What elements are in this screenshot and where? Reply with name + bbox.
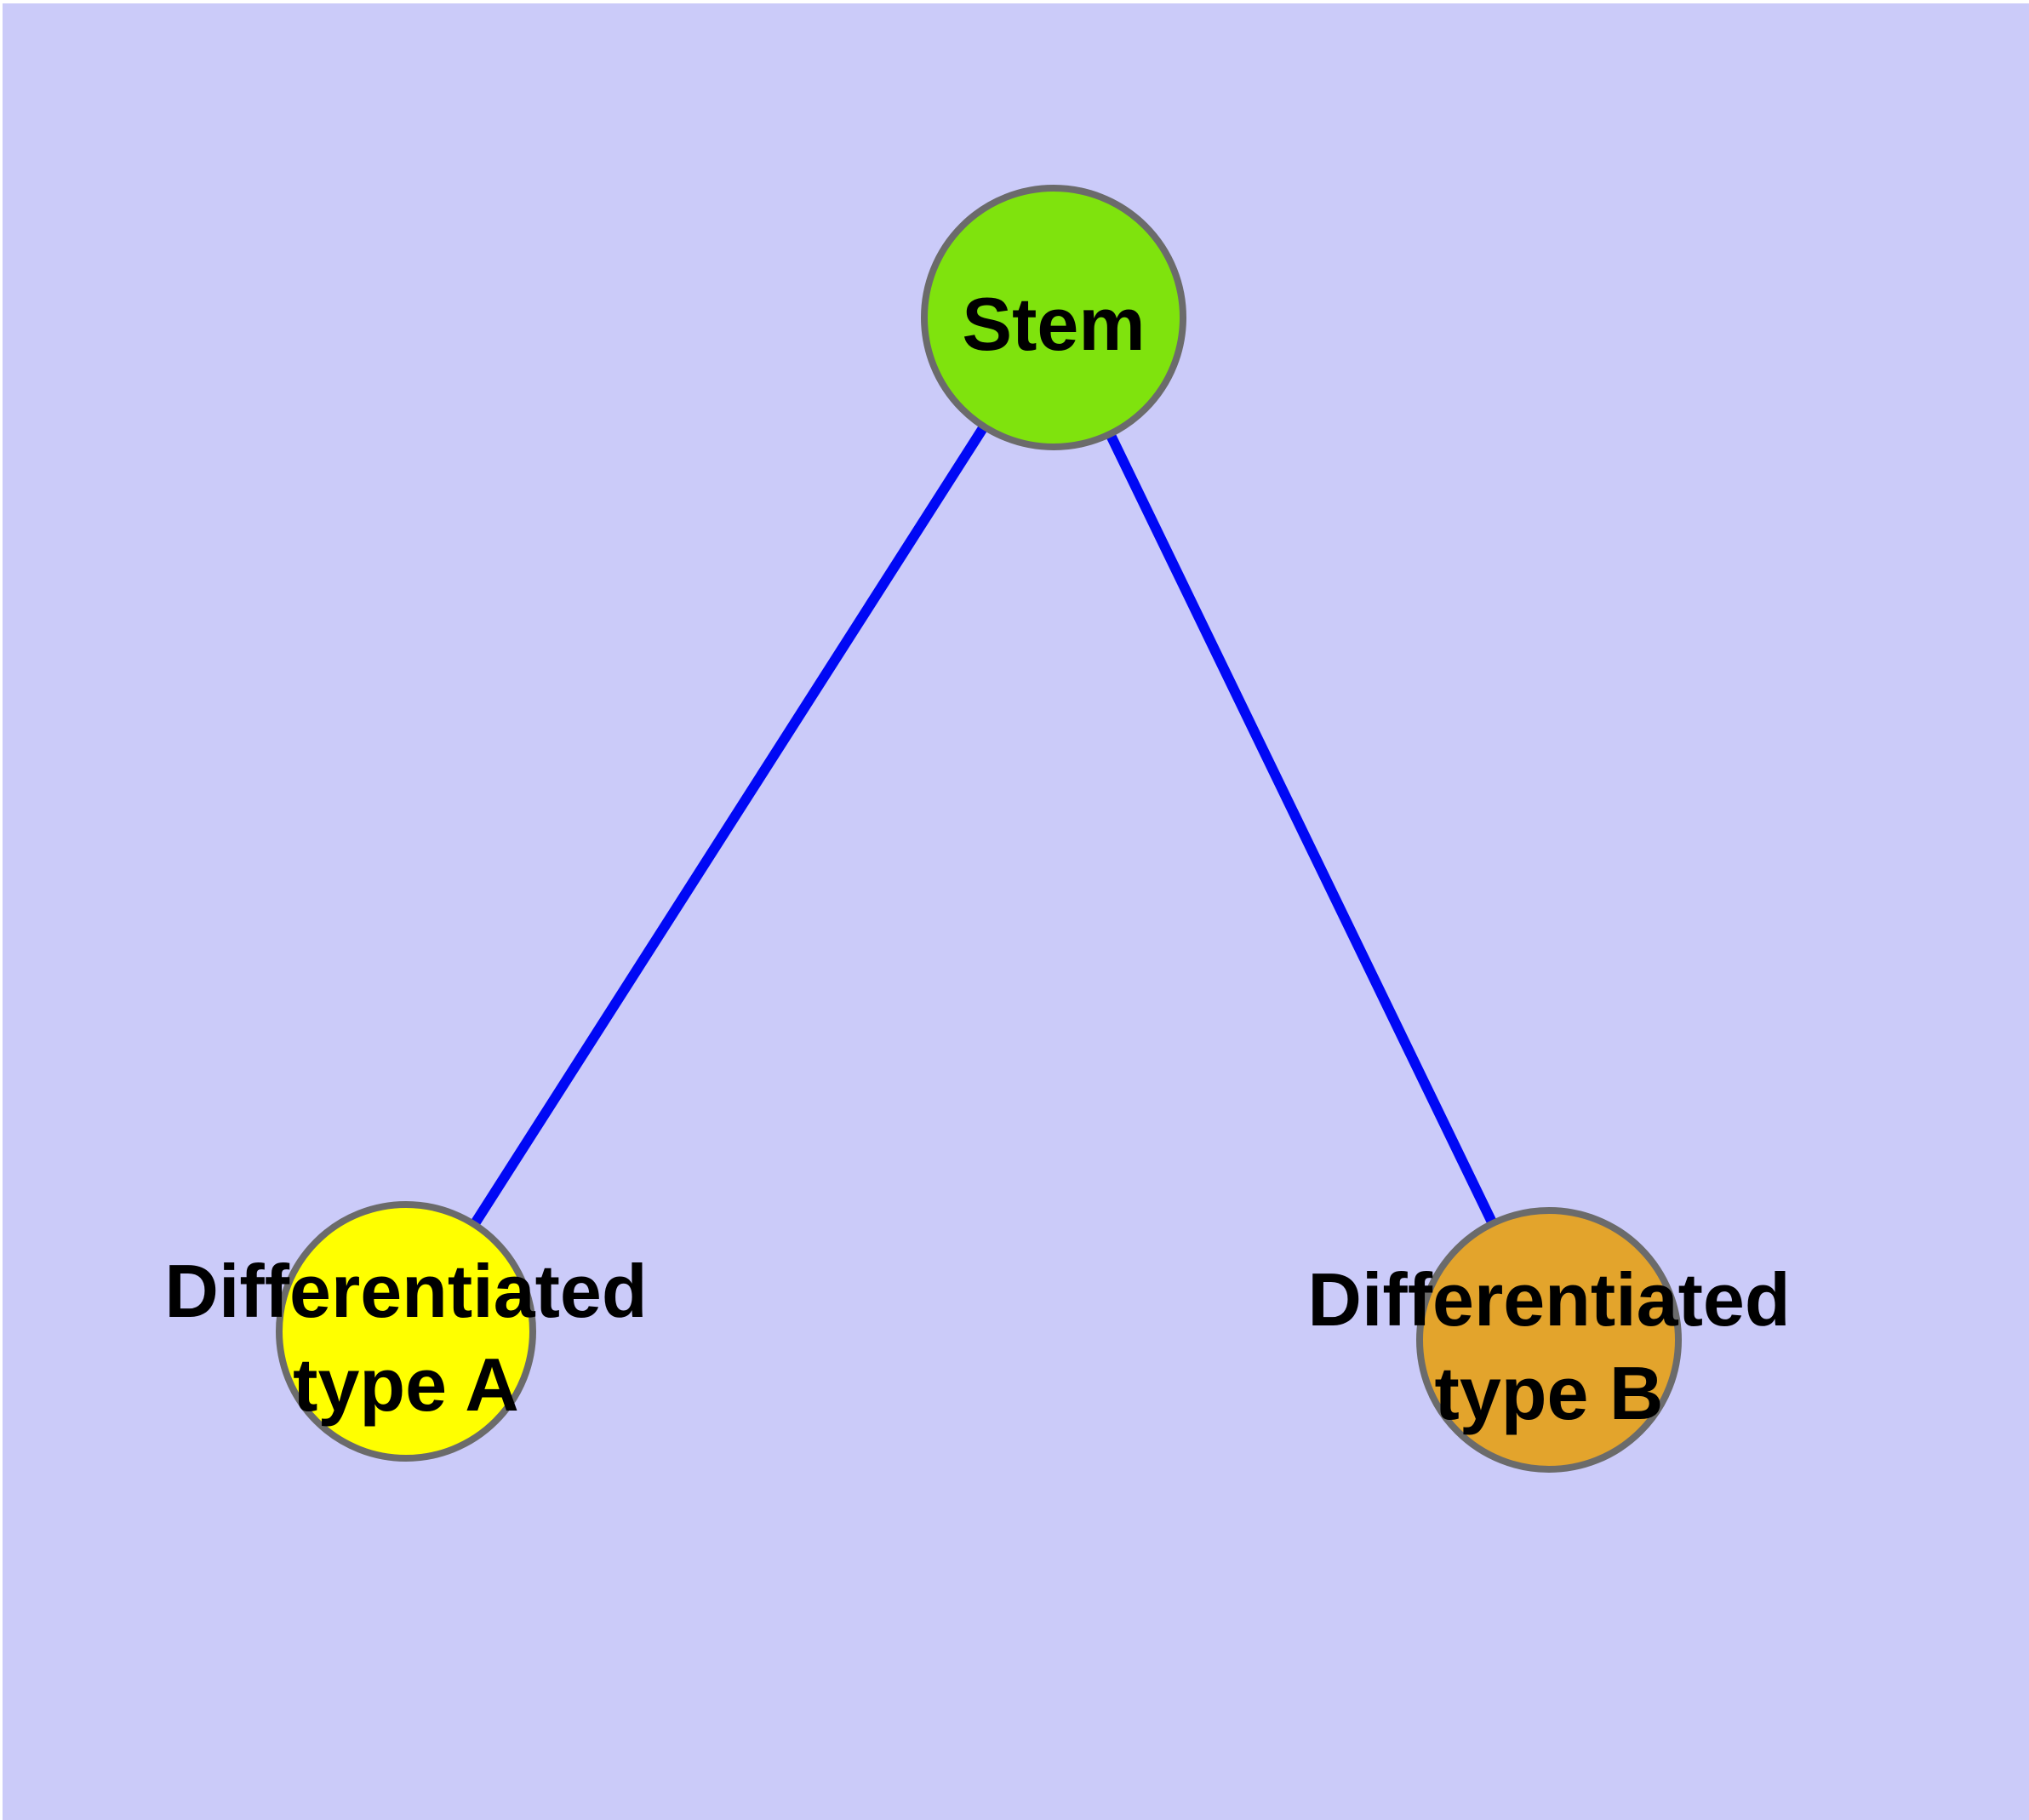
edge-stem-diff-b [1049, 315, 1554, 1342]
edge-stem-diff-a [401, 314, 1059, 1335]
node-stem-label: Stem [962, 282, 1145, 366]
node-diff-a-label: Differentiated type A [164, 1249, 647, 1427]
node-diff-a-circle [276, 1201, 536, 1462]
node-diff-b-label: Differentiated type B [1307, 1257, 1790, 1435]
node-diff-b-circle [1416, 1207, 1682, 1473]
node-stem-circle [921, 185, 1186, 450]
node-diff-a-label-line-1: type A [293, 1342, 519, 1427]
graph-edges-layer [401, 314, 1554, 1342]
node-diff-b-label-line-0: Differentiated [1307, 1257, 1790, 1342]
node-stem-label-line-0: Stem [962, 282, 1145, 366]
graph-nodes-layer [276, 185, 1682, 1473]
node-diff-a-label-line-0: Differentiated [164, 1249, 647, 1333]
node-diff-b-label-line-1: type B [1435, 1351, 1664, 1435]
